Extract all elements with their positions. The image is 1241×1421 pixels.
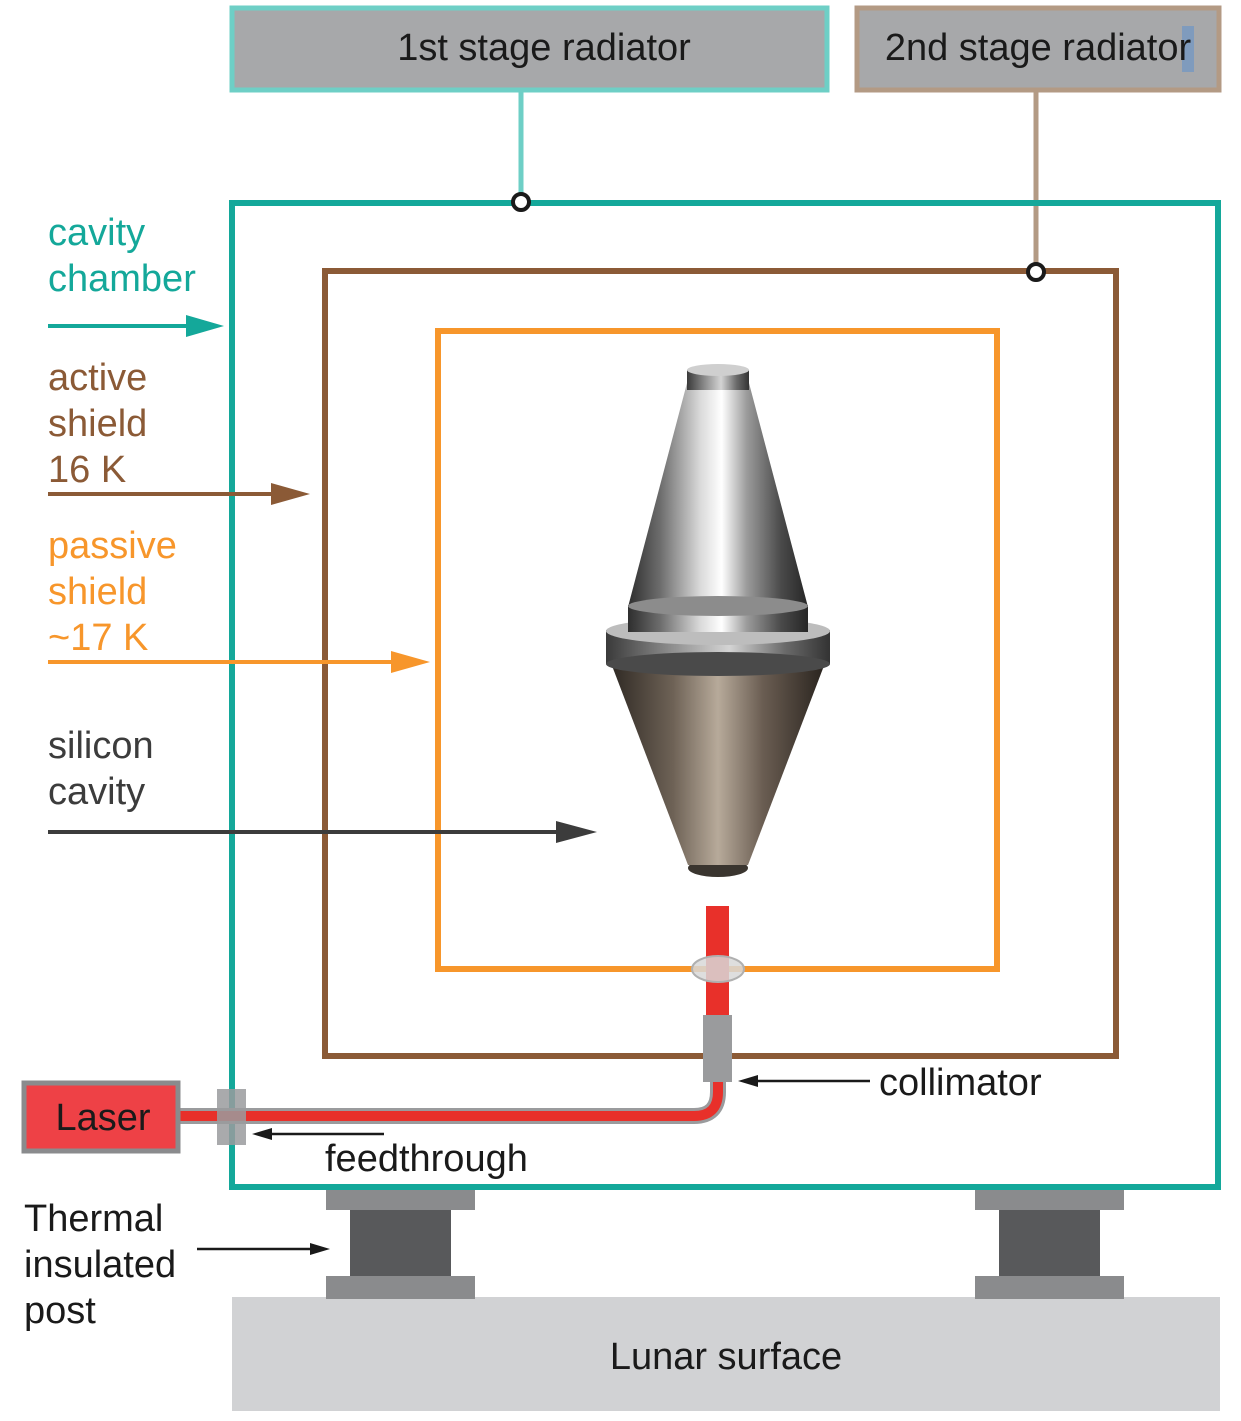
thermal-post-right [975,1188,1124,1299]
thermal-post-callout: Thermal insulated post [24,1198,330,1332]
silicon-cavity-icon [606,364,830,877]
active-shield-label-line3: 16 K [48,449,126,491]
passive-shield-window [691,955,745,983]
lunar-surface-label: Lunar surface [610,1336,842,1378]
silicon-cavity-label-line2: cavity [48,771,145,813]
thermal-post-label-line2: insulated [24,1244,176,1286]
active-shield-label-line1: active [48,357,147,399]
lunar-surface [232,1297,1220,1411]
laser-box [21,1080,181,1154]
shield-connection-node [1026,262,1046,282]
thermal-post-label-line3: post [24,1290,96,1332]
collimator-callout: collimator [738,1062,1042,1104]
laser-fiber-core [176,1082,723,1121]
feedthrough-callout: feedthrough [252,1128,528,1180]
second-stage-radiator-label: 2nd stage radiator [885,27,1192,69]
passive-shield-callout: passive shield ~17 K [48,525,430,673]
feedthrough-label: feedthrough [325,1138,528,1180]
cavity-chamber-callout: cavity chamber [48,212,224,337]
passive-shield-label-line3: ~17 K [48,617,148,659]
silicon-cavity-label-line1: silicon [48,725,154,767]
collimator-label: collimator [879,1062,1042,1104]
cavity-chamber-label-line2: chamber [48,258,196,300]
laser-fiber [176,1082,726,1124]
chamber-connection-node [511,192,531,212]
passive-shield-label-line1: passive [48,525,177,567]
laser-label: Laser [55,1097,150,1139]
thermal-post-label-line1: Thermal [24,1198,163,1240]
silicon-cavity-callout: silicon cavity [48,725,597,843]
passive-shield-label-line2: shield [48,571,147,613]
thermal-post-left [326,1188,475,1299]
first-stage-radiator-label: 1st stage radiator [397,27,691,69]
second-stage-radiator [854,5,1222,93]
text-cursor-marker [1182,26,1194,72]
active-shield-label-line2: shield [48,403,147,445]
active-shield-callout: active shield 16 K [48,357,310,505]
cavity-chamber-box [229,200,1221,1190]
feedthrough-body [217,1089,246,1145]
first-stage-radiator [229,5,830,93]
cavity-chamber-label-line1: cavity [48,212,145,254]
collimator-body [703,1015,732,1082]
